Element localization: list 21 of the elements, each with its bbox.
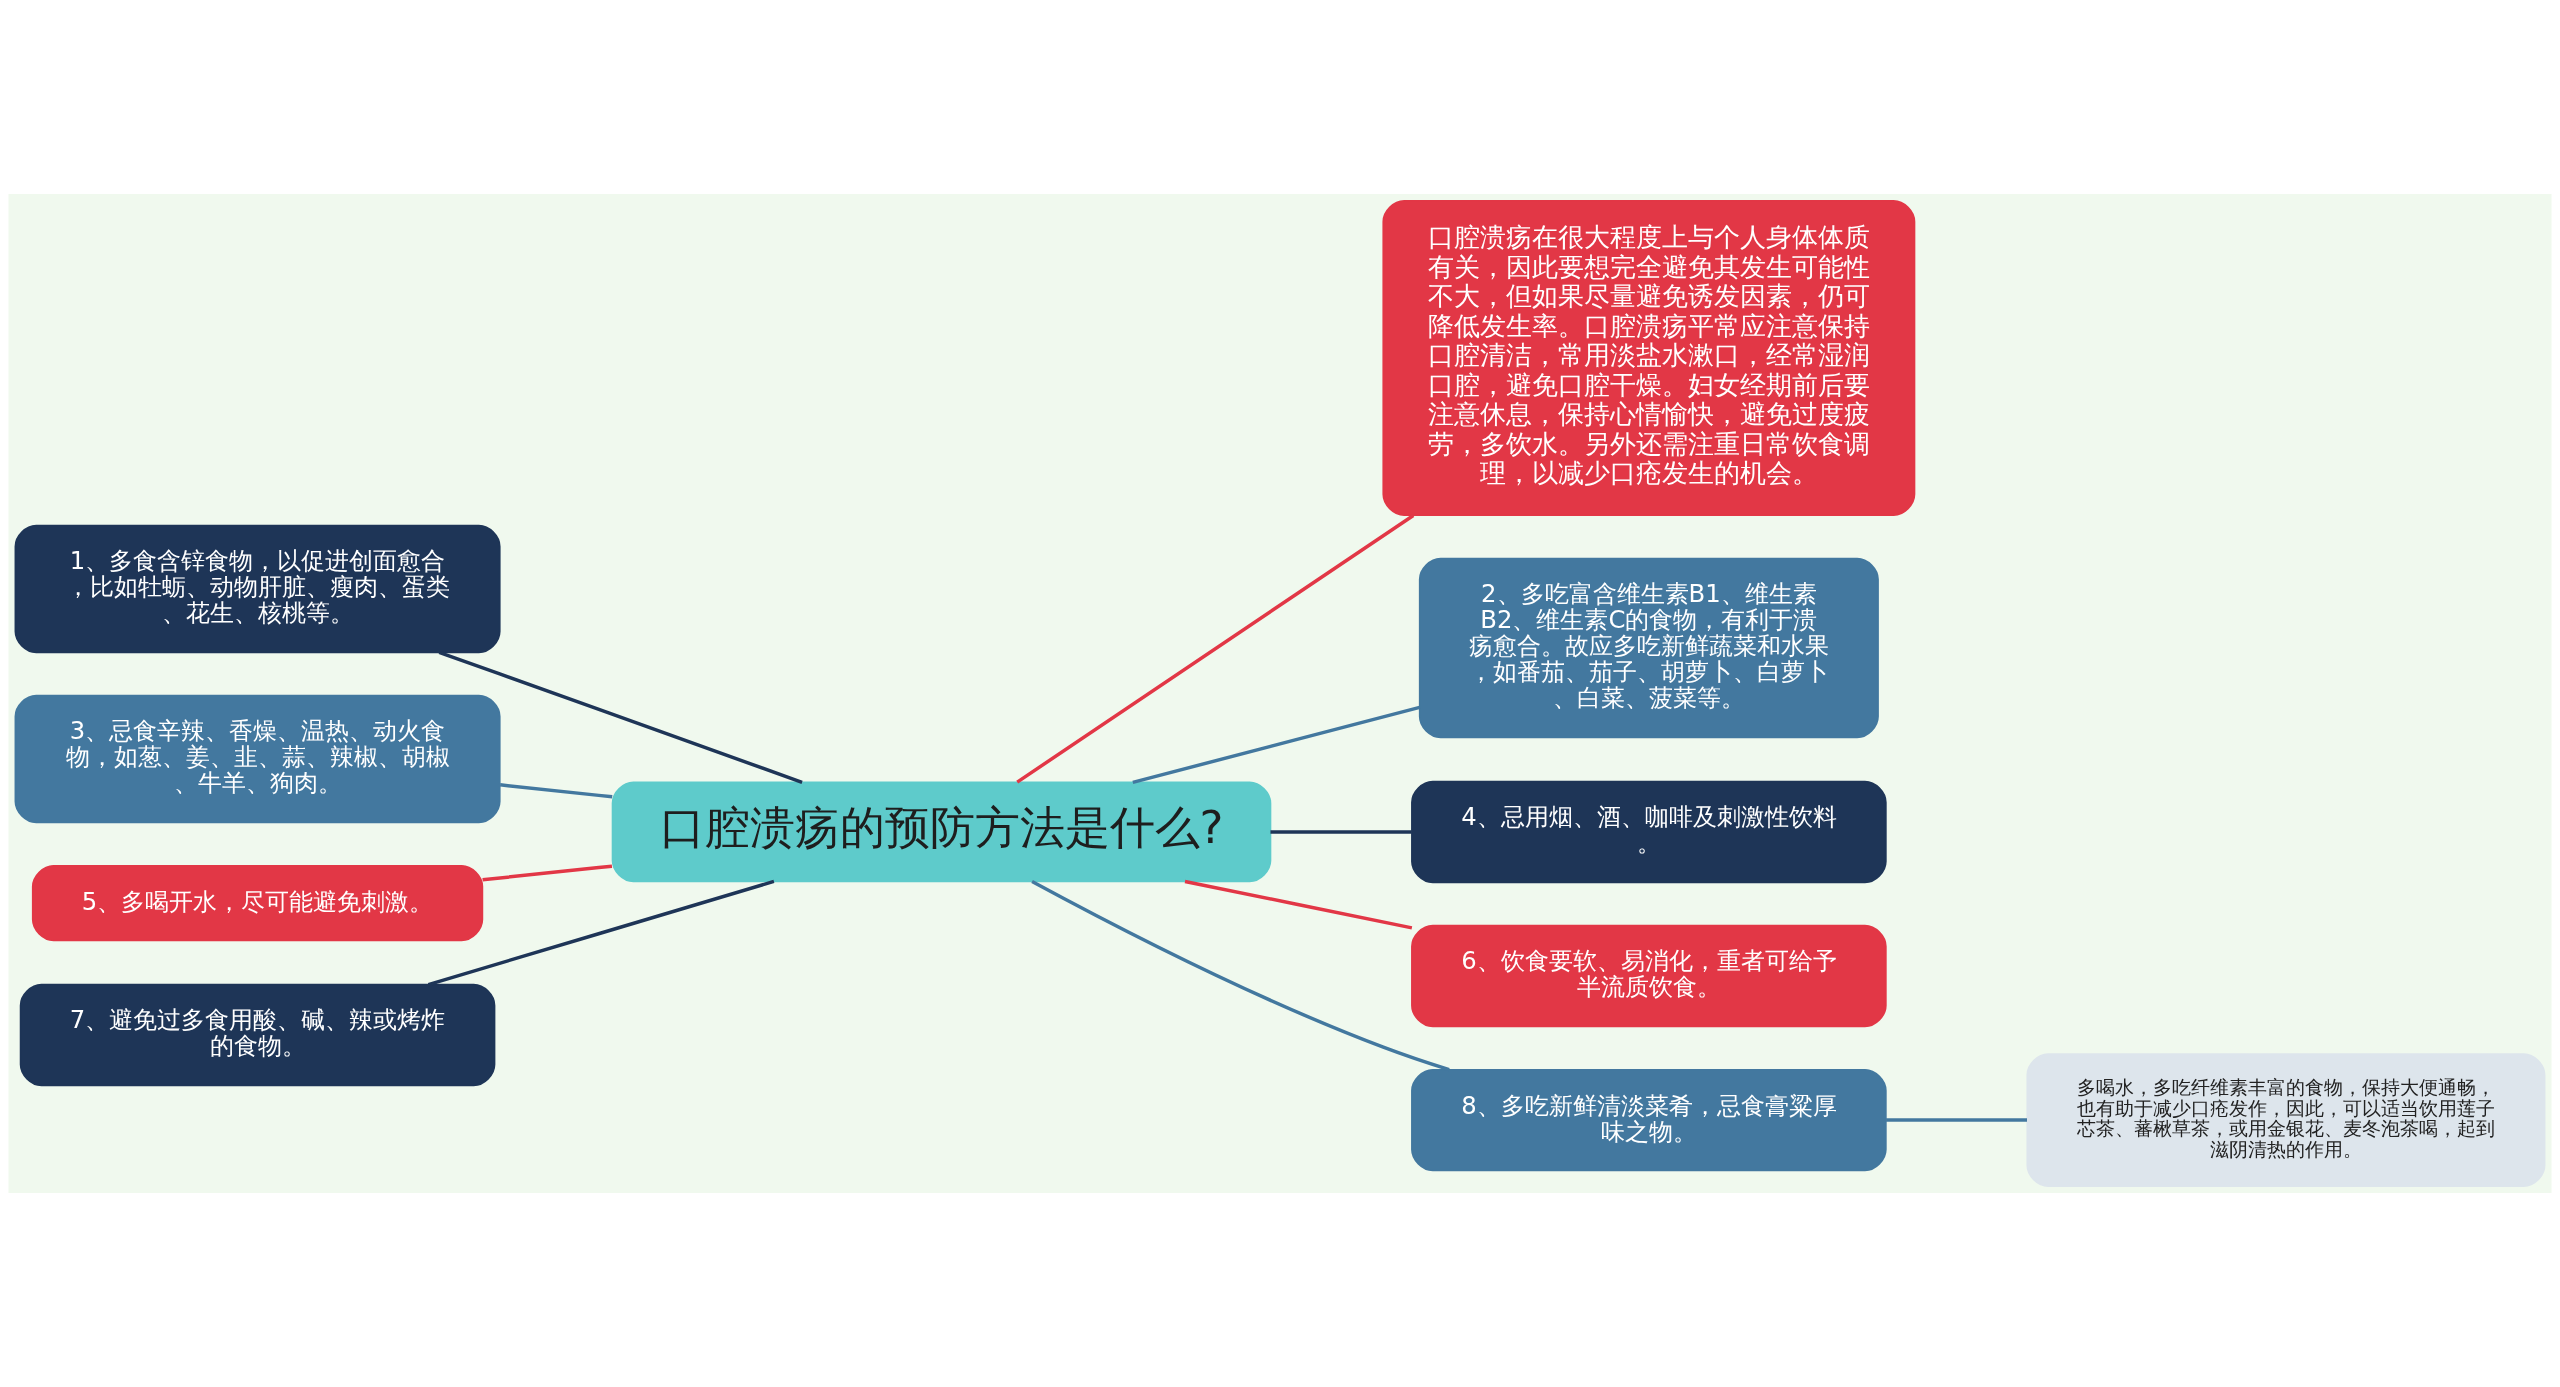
node-box: 多喝水，多吃纤维素丰富的食物，保持大便通畅，也有助于减少口疮发作，因此，可以适当饮用莲子芯茶、蕃楸草茶，或用金银花、麦冬泡茶喝，起到滋阴清热的作用。 [2026, 1053, 2546, 1187]
node-box: 口腔溃疡的预防方法是什么? [611, 781, 1272, 883]
connector [1886, 1118, 2027, 1122]
node-box: 7、避免过多食用酸、碱、辣或烤炸的食物。 [19, 983, 496, 1087]
node-box: 4、忌用烟、酒、咖啡及刺激性饮料。 [1411, 780, 1887, 884]
connector [1016, 514, 1415, 784]
node-box: 1、多食含锌食物，以促进创面愈合，比如牡蛎、动物肝脏、瘦肉、蛋类、花生、核桃等。 [14, 524, 501, 654]
connector [438, 650, 803, 784]
connector [1132, 705, 1421, 785]
node-box: 6、饮食要软、易消化，重者可给予半流质饮食。 [1411, 924, 1887, 1028]
node-box: 3、忌食辛辣、香燥、温热、动火食物，如葱、姜、韭、蒜、辣椒、胡椒、牛羊、狗肉。 [14, 694, 501, 824]
connector [500, 783, 613, 799]
node-box: 2、多吃富含维生素B1、维生素B2、维生素C的食物，有利于溃疡愈合。故应多吃新鲜蔬菜和水果，如番茄、茄子、胡萝卜、白萝卜、白菜、菠菜等。 [1418, 557, 1879, 739]
connector [482, 864, 613, 882]
node-box: 8、多吃新鲜清淡菜肴，忌食膏粱厚味之物。 [1411, 1068, 1887, 1172]
connector [1031, 879, 1450, 1072]
node-box: 口腔溃疡在很大程度上与个人身体体质有关，因此要想完全避免其发生可能性不大，但如果尽量避免诱发因素，仍可降低发生率。口腔溃疡平常应注意保持口腔清洁，常用淡盐水漱口，经常湿润口腔，避免口腔干燥。妇女经期前后要注意休息，保持心情愉快，避免过度疲劳，多饮水。另外还需注重日常饮食调理，以减少口疮发生的机会。 [1382, 200, 1916, 516]
connector [1270, 830, 1412, 834]
connector [1184, 879, 1413, 930]
connector [427, 879, 775, 987]
node-box: 5、多喝开水，尽可能避免刺激。 [31, 864, 484, 942]
